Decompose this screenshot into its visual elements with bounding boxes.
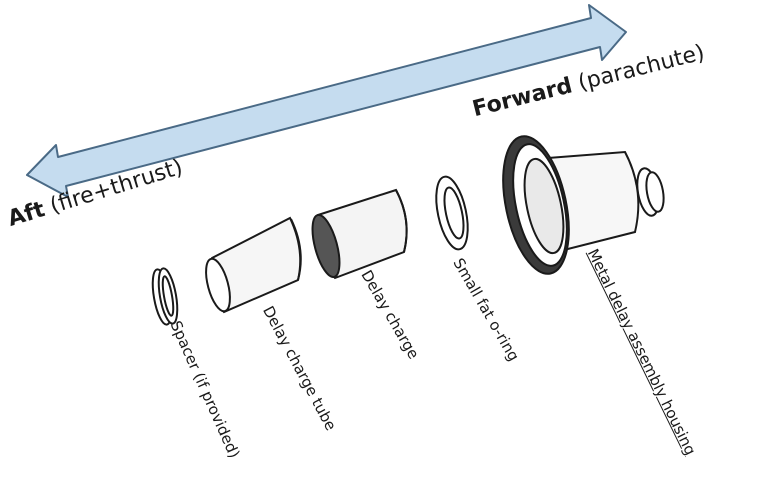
delay-charge-tube-part [201, 218, 300, 314]
delay-charge-part [307, 190, 407, 280]
small-fat-o-ring-part [431, 174, 474, 252]
metal-delay-housing-part [492, 130, 666, 279]
spacer-part [149, 267, 180, 326]
